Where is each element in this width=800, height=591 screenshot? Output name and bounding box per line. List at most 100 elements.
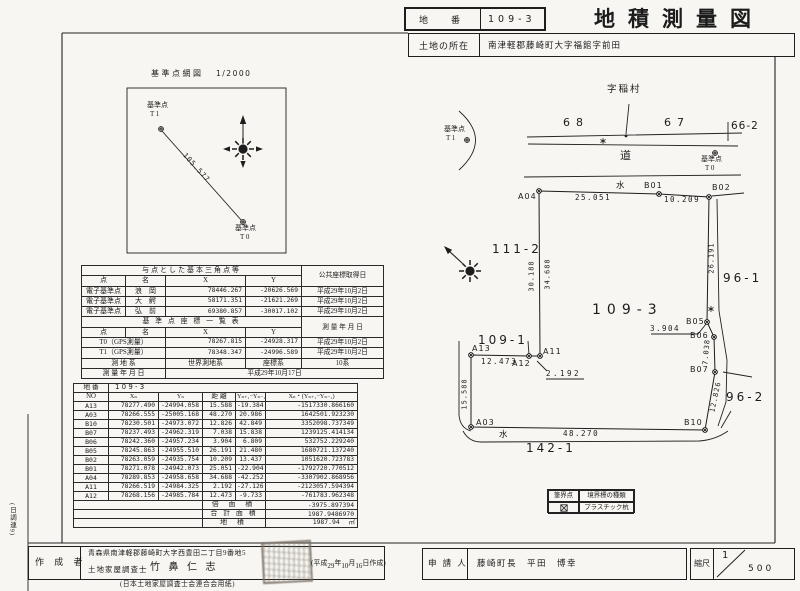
cell: -22.904 xyxy=(235,464,266,474)
map-dist-15-588: 15.588 xyxy=(460,378,469,410)
map-dist-3-904: 3.904 xyxy=(650,324,681,333)
scale-denominator: 500 xyxy=(748,564,775,574)
parcel-number-value: 109-3 xyxy=(488,13,536,25)
legend-marker-cell xyxy=(548,502,579,514)
map-label-parcel-67: 67 xyxy=(664,116,690,129)
cell: A03 xyxy=(73,410,109,420)
cell: 532752.229240 xyxy=(264,437,359,447)
network-diagram-scale: 1/2000 xyxy=(216,69,252,78)
cell: A12 xyxy=(73,491,109,501)
cell: -1517330.866160 xyxy=(264,401,359,411)
author-name: 竹 鼻 仁 志 xyxy=(150,562,219,573)
cell: B05 xyxy=(73,446,109,456)
cell: -24985.784 xyxy=(158,491,203,501)
cell: 3.904 xyxy=(202,437,236,447)
map-point-a11: A11 xyxy=(543,347,562,356)
map-point-b02: B02 xyxy=(712,183,731,192)
cell: 48.270 xyxy=(202,410,236,420)
map-label-road: 道 xyxy=(620,150,631,162)
cell: 26.191 xyxy=(202,446,236,456)
map-dist-34-688: 34.688 xyxy=(543,258,552,290)
cell: B10 xyxy=(73,419,109,429)
map-point-b07: B07 xyxy=(690,365,709,374)
map-point-b06: B06 xyxy=(690,331,709,340)
map-point-a04: A04 xyxy=(518,192,537,201)
cell: -42.252 xyxy=(235,473,266,483)
cell: 78268.156 xyxy=(108,491,159,501)
cell: 34.688 xyxy=(202,473,236,483)
map-label-parcel-66-2: 66-2 xyxy=(731,120,759,132)
map-label-parcel-111-2: 111-2 xyxy=(492,242,542,256)
map-t1-label: 基準点 T 1 xyxy=(444,125,465,142)
cell: 78242.360 xyxy=(108,437,159,447)
author-address: 青森県南津軽郡藤崎町大字西豊田二丁目9番地5 xyxy=(88,549,246,557)
network-diagram-title: 基準点網図 xyxy=(151,69,204,78)
coordinate-table: 地 番 1 0 9 - 3 NO Xₙ Yₙ 距 離 Yₙ₊₁−Yₙ₋₁ Xₙ・… xyxy=(73,383,359,528)
paper-note: (日本土地家屋調査士会連合会用紙) xyxy=(120,581,235,588)
network-diagram-lines xyxy=(126,87,287,254)
author-box-divider xyxy=(80,546,81,580)
cell: -2123057.594394 xyxy=(264,482,359,492)
author-date: (平成29年10月16日作成) xyxy=(311,559,386,570)
cell: -25005.168 xyxy=(158,410,203,420)
location-label: 土地の所在 xyxy=(409,34,480,56)
cell: -9.733 xyxy=(235,491,266,501)
scale-numerator: 1 xyxy=(722,550,729,561)
map-t0-label: 基準点 T 0 xyxy=(701,155,722,172)
map-label-parcel-142-1: 142-1 xyxy=(526,441,576,455)
cell: 78277.490 xyxy=(108,401,159,411)
map-label-parcel-96-2: 96-2 xyxy=(726,390,766,404)
cell: A11 xyxy=(73,482,109,492)
legend-point-header: 筆界点 xyxy=(548,490,579,502)
map-label-water-bottom: 水 xyxy=(499,429,508,439)
cell: 78263.059 xyxy=(108,455,159,465)
cell: -24973.072 xyxy=(158,419,203,429)
cell: -761783.962348 xyxy=(264,491,359,501)
cell: 6.809 xyxy=(235,437,266,447)
map-point-a12: A12 xyxy=(512,359,531,368)
map-dist-25-051: 25.051 xyxy=(575,193,612,202)
cell: B02 xyxy=(73,455,109,465)
legend-box: 筆界点 境界標の種類 プラスチック杭 xyxy=(547,489,635,514)
map-label-water-b01: 水 xyxy=(616,180,625,190)
cell: 2.192 xyxy=(202,482,236,492)
cell: -24957.234 xyxy=(158,437,203,447)
cell: -27.126 xyxy=(235,482,266,492)
map-dist-48-270: 48.270 xyxy=(563,429,600,438)
scale-value-box xyxy=(713,548,795,580)
map-point-b01: B01 xyxy=(644,181,663,190)
cell: -24955.510 xyxy=(158,446,203,456)
cell: -24935.754 xyxy=(158,455,203,465)
page-title: 地積測量図 xyxy=(594,7,764,31)
cell: 1051620.723783 xyxy=(264,455,359,465)
map-label-parcel-109-3: 109-3 xyxy=(592,302,663,318)
cell: A13 xyxy=(73,401,109,411)
map-point-b05: B05 xyxy=(686,317,705,326)
cell: 15.588 xyxy=(202,401,236,411)
cell: 1680721.137240 xyxy=(264,446,359,456)
network-t0-label: 基準点 T 0 xyxy=(235,224,256,241)
applicant-box xyxy=(422,548,687,580)
cell: -24994.058 xyxy=(158,401,203,411)
applicant-label: 申 請 人 xyxy=(428,558,468,568)
location-box: 土地の所在 南津軽郡藤崎町大字福館字前田 xyxy=(408,33,795,57)
map-point-a13: A13 xyxy=(472,344,491,353)
cell: 12.473 xyxy=(202,491,236,501)
cell: 78245.863 xyxy=(108,446,159,456)
cell: 78230.501 xyxy=(108,419,159,429)
cell: -1792720.770512 xyxy=(264,464,359,474)
cell: 1239125.414134 xyxy=(264,428,359,438)
surveyor-stamp xyxy=(260,539,314,585)
cell: 78266.519 xyxy=(108,482,159,492)
water-marks xyxy=(600,137,714,313)
cell: -24958.658 xyxy=(158,473,203,483)
